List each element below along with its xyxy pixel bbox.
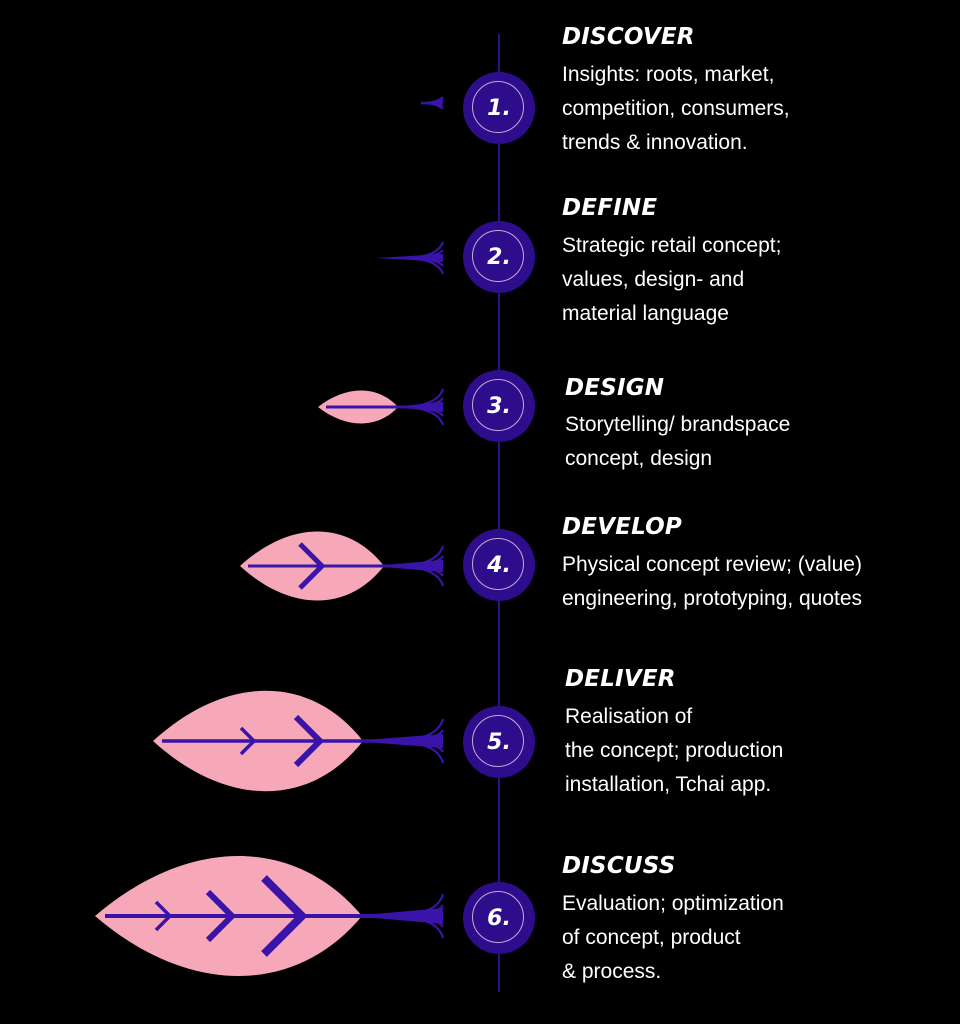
step-description: Physical concept review; (value) enginee… xyxy=(562,548,862,616)
root-strand xyxy=(402,256,445,275)
description-line: Strategic retail concept; xyxy=(562,234,782,257)
step-number-badge: 4. xyxy=(463,529,535,601)
step-description: Evaluation; optimization of concept, pro… xyxy=(562,887,784,989)
description-line: of concept, product xyxy=(562,926,741,949)
description-line: & process. xyxy=(562,960,662,983)
step-number-badge: 3. xyxy=(463,370,535,442)
step-description: Strategic retail concept; values, design… xyxy=(562,229,781,331)
description-line: values, design- and xyxy=(562,268,745,291)
description-line: Storytelling/ brandspace xyxy=(565,413,791,436)
root-strand xyxy=(398,405,445,426)
step-number: 2. xyxy=(487,244,511,270)
leaf-vein xyxy=(293,714,325,768)
description-line: Evaluation; optimization xyxy=(562,892,784,915)
description-line: competition, consumers, xyxy=(562,97,790,120)
root-strand xyxy=(390,739,445,764)
badge-ring xyxy=(472,81,524,133)
description-line: installation, Tchai app. xyxy=(565,773,772,796)
description-line: concept, design xyxy=(565,447,713,470)
badge-ring xyxy=(472,715,524,767)
root-strand xyxy=(420,101,444,110)
step-title: DISCOVER xyxy=(562,24,695,50)
step-title: DEFINE xyxy=(562,195,658,221)
step-number-badge: 5. xyxy=(463,706,535,778)
leaf-vein xyxy=(205,889,237,943)
step-number: 1. xyxy=(487,95,511,121)
badge-ring xyxy=(472,891,524,943)
description-line: the concept; production xyxy=(565,739,784,762)
step-number: 4. xyxy=(487,552,511,578)
description-line: Physical concept review; (value) xyxy=(562,553,862,576)
step-number-badge: 2. xyxy=(463,221,535,293)
badge-ring xyxy=(472,379,524,431)
description-line: engineering, prototyping, quotes xyxy=(562,587,863,610)
description-line: Insights: roots, market, xyxy=(562,63,775,86)
description-line: trends & innovation. xyxy=(562,131,748,154)
step-description: Insights: roots, market, competition, co… xyxy=(562,58,790,160)
step-title: DEVELOP xyxy=(562,514,682,540)
step-number: 3. xyxy=(487,393,511,419)
description-line: material language xyxy=(562,302,729,325)
step-number-badge: 1. xyxy=(463,72,535,144)
step-title: DELIVER xyxy=(565,666,676,692)
step-number: 6. xyxy=(487,905,511,931)
root-strand xyxy=(390,914,445,939)
leaf-vein xyxy=(261,875,308,957)
step-description: Realisation of the concept; production i… xyxy=(565,700,783,802)
description-line: Realisation of xyxy=(565,705,693,728)
leaf-vein xyxy=(154,900,173,932)
step-title: DISCUSS xyxy=(562,853,676,879)
badge-ring xyxy=(472,538,524,590)
step-title: DESIGN xyxy=(565,375,665,401)
step-description: Storytelling/ brandspace concept, design xyxy=(565,408,790,476)
root-strand xyxy=(394,564,445,587)
leaf-vein xyxy=(239,726,257,756)
step-number-badge: 6. xyxy=(463,882,535,954)
leaf-vein xyxy=(298,542,326,590)
step-number: 5. xyxy=(487,729,511,755)
badge-ring xyxy=(472,230,524,282)
